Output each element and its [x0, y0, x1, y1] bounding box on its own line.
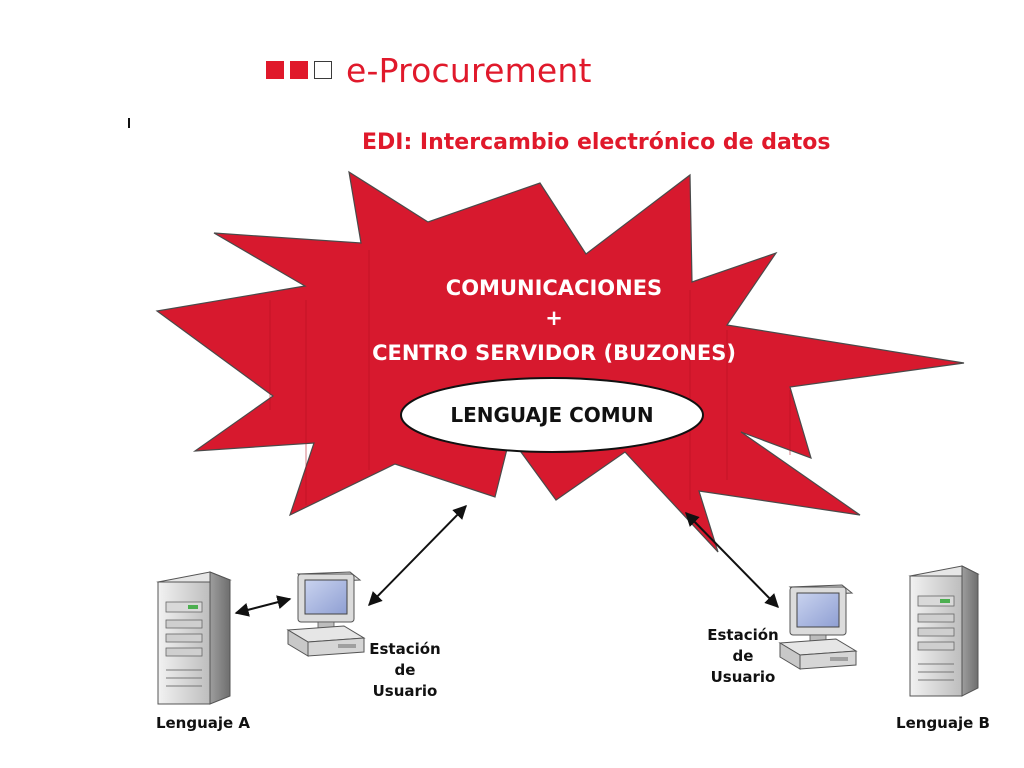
right-station-label-3: Usuario [711, 668, 776, 686]
desktop-workstation-icon [288, 572, 364, 656]
double-arrow-icon [236, 599, 290, 613]
left-station-label-3: Usuario [373, 682, 438, 700]
burst-line-1: COMUNICACIONES [446, 276, 662, 300]
server-tower-icon [910, 566, 978, 696]
left-station-label-1: Estación [369, 640, 440, 658]
desktop-workstation-icon [780, 585, 856, 669]
burst-line-3: CENTRO SERVIDOR (BUZONES) [372, 341, 736, 365]
left-station-label-2: de [395, 661, 416, 679]
common-language-label: LENGUAJE COMUN [450, 403, 653, 427]
right-station-label-2: de [733, 647, 754, 665]
server-tower-icon [158, 572, 230, 704]
right-server-label: Lenguaje B [896, 714, 990, 732]
burst-line-2: + [545, 306, 563, 330]
left-server-label: Lenguaje A [156, 714, 250, 732]
right-station-label-1: Estación [707, 626, 778, 644]
double-arrow-icon [686, 513, 778, 607]
double-arrow-icon [369, 506, 466, 605]
